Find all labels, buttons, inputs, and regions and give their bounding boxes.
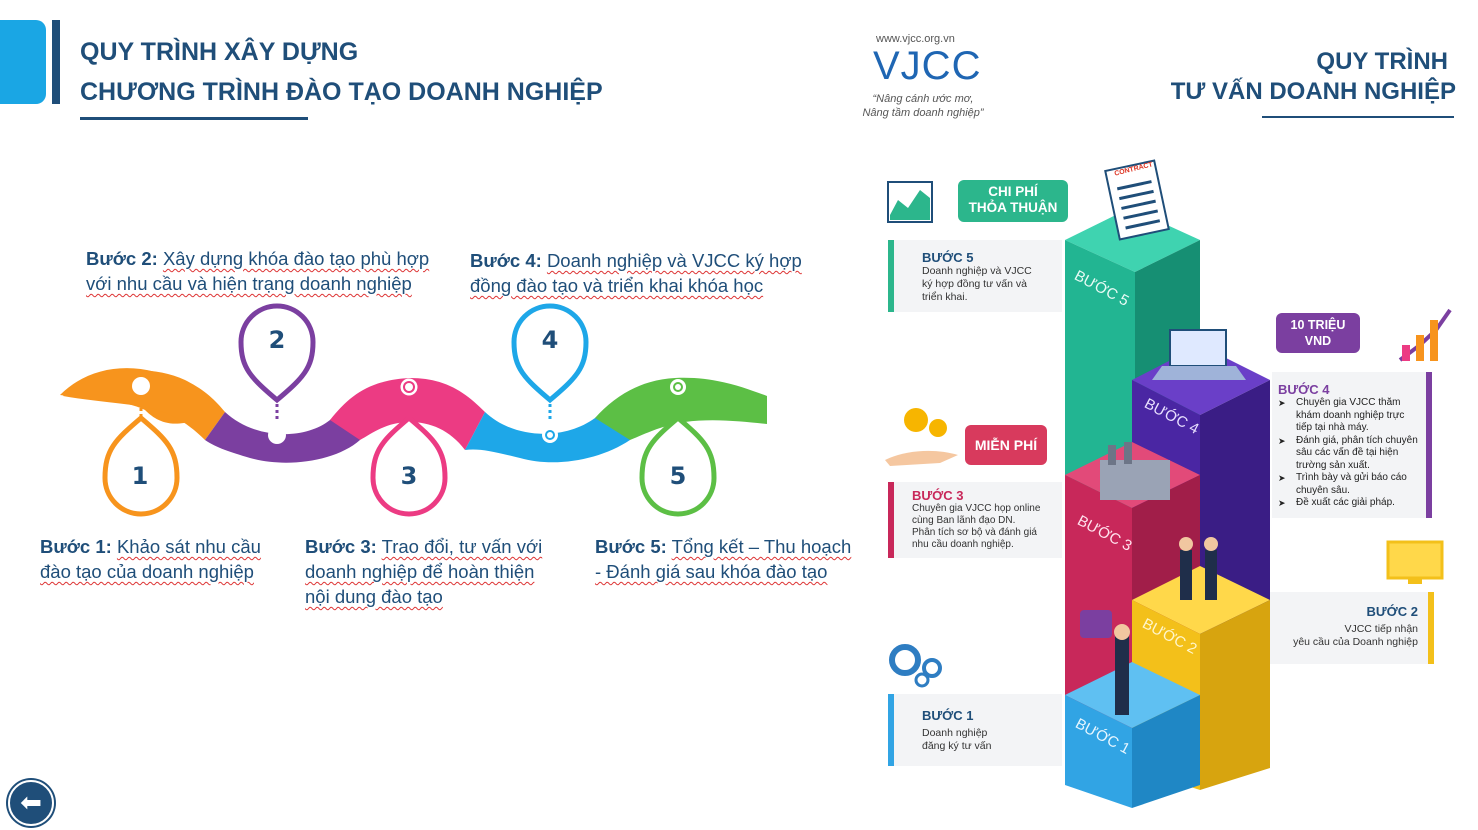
card-step-3: BƯỚC 3 Chuyên gia VJCC họp online cùng B…	[888, 482, 1062, 558]
factory-icon	[1100, 460, 1170, 500]
vjcc-logo: VJCC	[873, 44, 982, 88]
step-number-5: 5	[669, 462, 687, 490]
step-2-text: Bước 2: Xây dựng khóa đào tạo phù hợp vớ…	[86, 248, 430, 294]
staircase-infographic	[885, 159, 1452, 808]
laptop-icon	[1169, 329, 1227, 367]
header-accent-block	[0, 20, 46, 104]
header-accent-bar	[52, 20, 60, 104]
step-1-text: Bước 1: Khảo sát nhu cầu đào tạo của doa…	[40, 536, 261, 582]
right-title-line2: TƯ VẤN DOANH NGHIỆP	[1170, 78, 1456, 105]
back-arrow-icon[interactable]: ⬅	[8, 780, 54, 826]
chat-bubble-icon	[1080, 610, 1112, 638]
pin-2	[238, 303, 316, 444]
logo-url: www.vjcc.org.vn	[876, 33, 955, 45]
hand-icon	[885, 450, 958, 466]
person-icon	[1115, 635, 1129, 715]
step-number-4: 4	[541, 326, 559, 354]
monitor-icon	[1386, 540, 1444, 580]
step-number-1: 1	[131, 462, 149, 490]
step-5-text: Bước 5: Tổng kết – Thu hoạch - Đánh giá …	[595, 536, 852, 582]
card-step-2: BƯỚC 2 VJCC tiếp nhận yêu cầu của Doanh …	[1270, 592, 1434, 664]
pin-1	[102, 377, 180, 517]
step-4-text: Bước 4: Doanh nghiệp và VJCC ký hợp đồng…	[470, 250, 802, 296]
card-step-1: BƯỚC 1 Doanh nghiệp đăng ký tư vấn	[888, 694, 1062, 766]
chart-icon	[887, 181, 933, 223]
tag-free: MIỄN PHÍ	[965, 425, 1047, 465]
right-title-underline	[1262, 116, 1454, 118]
pin-5	[639, 379, 717, 517]
card-step-4: BƯỚC 4 Chuyên gia VJCC thăm khám doanh n…	[1272, 372, 1432, 518]
page-title-line1: QUY TRÌNH XÂY DỰNG	[80, 38, 359, 66]
gear-icon	[889, 644, 921, 676]
tag-price: 10 TRIỆU VND	[1276, 313, 1360, 353]
step-number-2: 2	[268, 326, 286, 354]
step-number-3: 3	[400, 462, 418, 490]
tag-negotiated-cost: CHI PHÍ THỎA THUẬN	[958, 180, 1068, 222]
step-3-text: Bước 3: Trao đổi, tư vấn với doanh nghiệ…	[305, 536, 543, 607]
pin-4	[511, 303, 589, 443]
title-underline	[80, 117, 308, 120]
pin-3	[370, 378, 448, 517]
contract-icon	[1104, 159, 1170, 241]
process-wave-diagram	[60, 303, 767, 517]
coin-icon	[904, 408, 928, 432]
card-step-5: BƯỚC 5 Doanh nghiệp và VJCC ký hợp đồng …	[888, 240, 1062, 312]
logo-tagline: “Nâng cánh ước mơ, Nâng tầm doanh nghiệp…	[862, 93, 984, 119]
right-title-line1: QUY TRÌNH	[1316, 48, 1448, 75]
page-title-line2: CHƯƠNG TRÌNH ĐÀO TẠO DOANH NGHIỆP	[80, 78, 603, 106]
